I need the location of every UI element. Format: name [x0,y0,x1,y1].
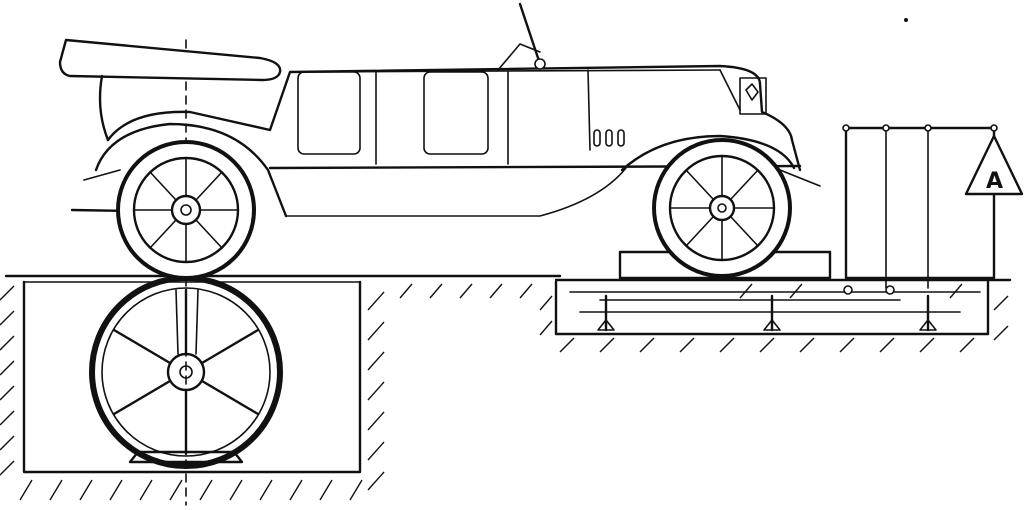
radiator [739,77,767,115]
ground-hatching-middle [367,283,533,491]
windscreen [497,43,541,71]
front-fender [620,134,796,172]
car-body [106,64,802,172]
front-door-window [423,71,489,155]
scale-levers [597,285,937,332]
front-wheel [652,138,792,278]
ground-hatching-right [539,283,1009,353]
rear-fender [94,122,288,218]
steering-column [518,2,542,66]
rear-door-window [297,71,361,155]
stray-dot [904,18,908,22]
warning-sign-glyph: A [986,169,1003,194]
scale-housing [842,124,998,289]
ground-surface [4,274,1012,282]
roller-pit [22,280,362,474]
scale-pit [554,280,990,336]
warning-sign: A [964,134,1024,196]
ground-hatching-bottom [19,479,363,501]
ground-hatching-left [0,285,15,476]
bonnet [587,69,591,151]
folded-top [58,38,282,82]
bonnet-louvres [593,129,625,147]
rear-wheel [116,140,256,280]
